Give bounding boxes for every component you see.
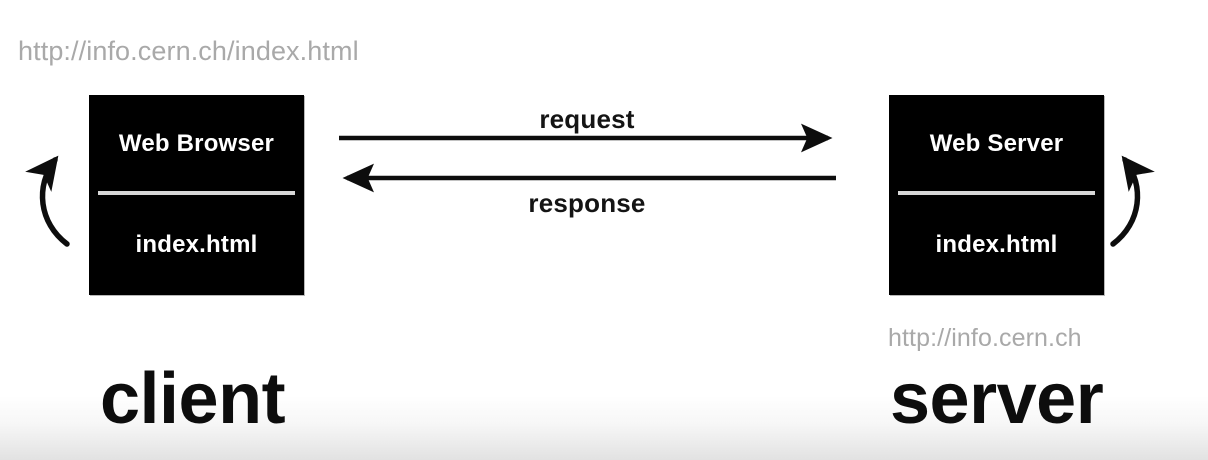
server-node-divider	[898, 191, 1095, 195]
client-node-divider	[98, 191, 295, 195]
server-big-label: server	[890, 359, 1104, 439]
client-big-label: client	[100, 359, 286, 439]
client-node-box: Web Browser index.html	[89, 95, 304, 295]
server-node-file: index.html	[935, 231, 1058, 258]
client-node-file: index.html	[135, 231, 258, 258]
server-node-title: Web Server	[929, 129, 1064, 157]
server-node-box: Web Server index.html	[889, 95, 1104, 295]
request-label: request	[539, 104, 635, 134]
client-url-caption: http://info.cern.ch/index.html	[18, 36, 359, 66]
server-url-caption: http://info.cern.ch	[888, 324, 1082, 352]
response-label: response	[528, 188, 646, 218]
server-loop-arrow-icon	[1110, 155, 1155, 247]
client-node-title: Web Browser	[118, 129, 275, 157]
client-loop-arrow-icon	[25, 155, 70, 247]
